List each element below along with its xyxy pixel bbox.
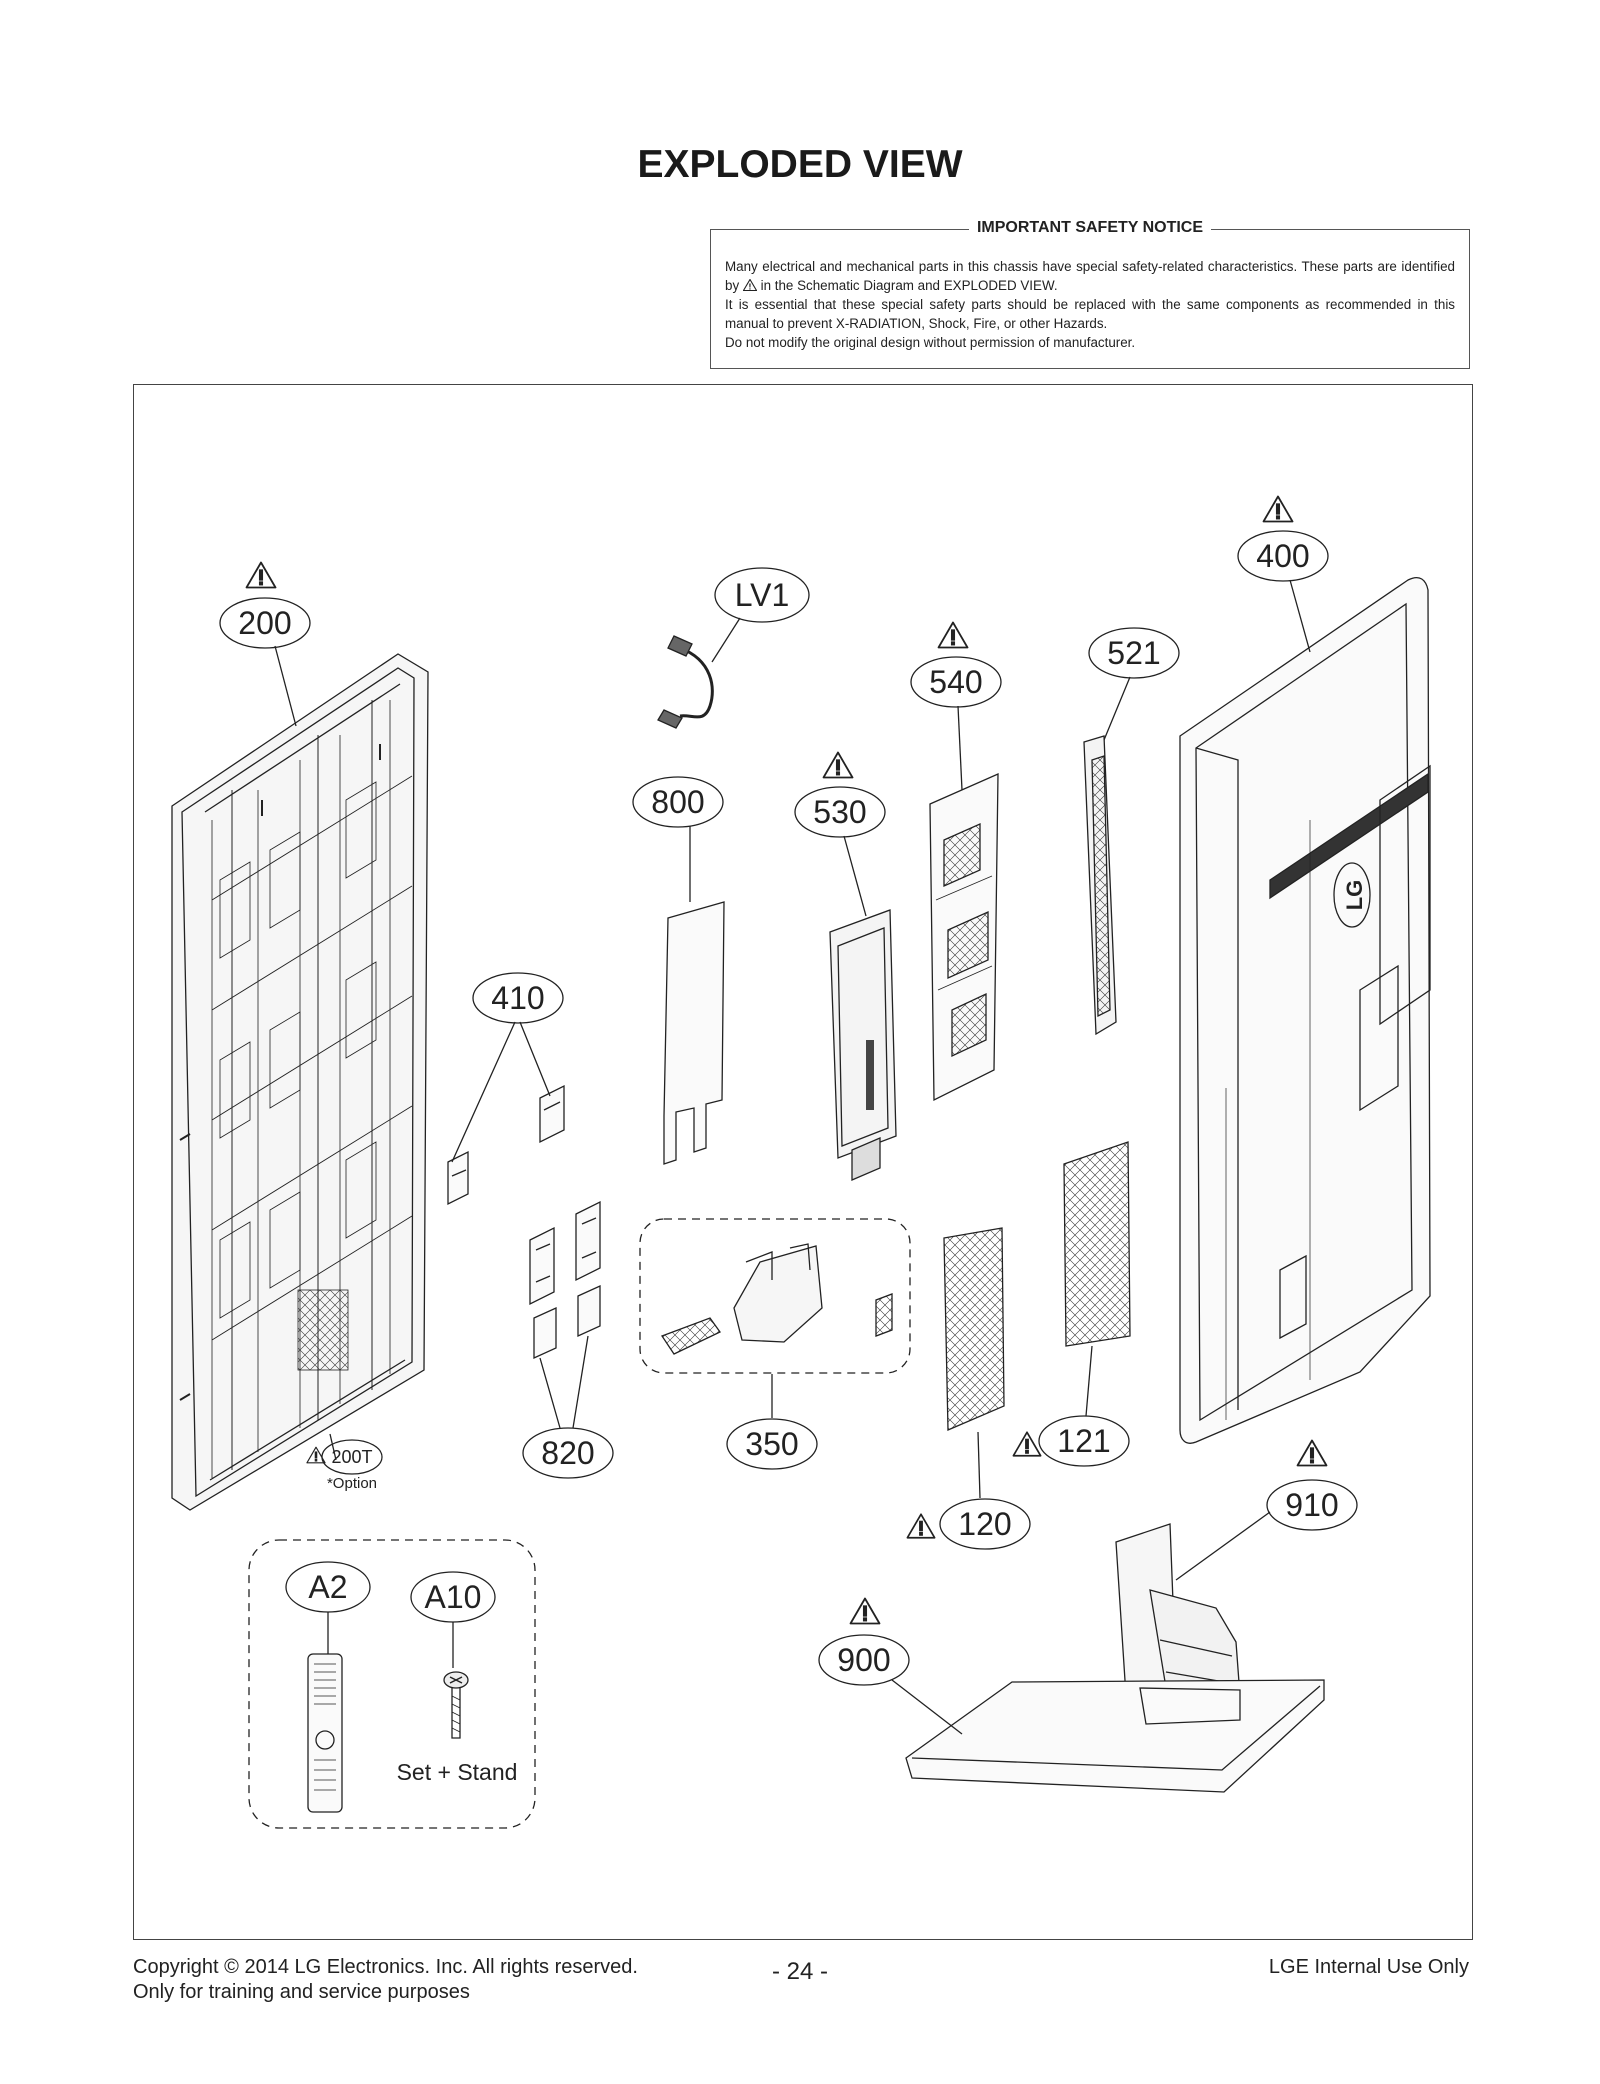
page-title: EXPLODED VIEW: [637, 143, 963, 186]
warning-900-icon: [849, 1597, 881, 1625]
warning-400-icon: [1262, 495, 1294, 523]
callout-410-bubble: [472, 972, 564, 1024]
callout-910-bubble: [1266, 1479, 1358, 1531]
callout-820-bubble: [522, 1427, 614, 1479]
safety-notice-box: IMPORTANT SAFETY NOTICE Many electrical …: [710, 219, 1470, 369]
callout-121-bubble: [1038, 1415, 1130, 1467]
leader-540: [957, 705, 963, 791]
callout-530-bubble: [794, 786, 886, 838]
callout-120-bubble: [939, 1498, 1031, 1550]
part-121-speaker: [1063, 1141, 1131, 1347]
safety-notice-body: Many electrical and mechanical parts in …: [725, 257, 1455, 352]
notice-line1-end: in the Schematic Diagram and EXPLODED VI…: [760, 278, 1058, 293]
leader-521: [1103, 676, 1131, 741]
notice-line1: Many electrical and mechanical parts in …: [725, 259, 1455, 293]
callout-540-bubble: [910, 656, 1002, 708]
warning-910-icon: [1296, 1439, 1328, 1467]
leader-lv1: [711, 617, 741, 663]
part-400-back-cover: [1179, 576, 1431, 1444]
leader-200t: [329, 1433, 337, 1461]
warning-540-icon: [937, 621, 969, 649]
leader-400: [1289, 579, 1311, 653]
leader-410: [451, 1021, 551, 1163]
label-a10: A10: [425, 1579, 482, 1615]
warning-triangle-icon: !: [742, 279, 757, 292]
label-120: 120: [958, 1506, 1011, 1542]
warning-121-icon: [1012, 1431, 1042, 1457]
label-530: 530: [813, 794, 866, 830]
label-900: 900: [837, 1642, 890, 1678]
footer-copyright: Copyright © 2014 LG Electronics. Inc. Al…: [133, 1956, 638, 1978]
part-800-insulator-sheet: [663, 901, 725, 1165]
footer-training: Only for training and service purposes: [133, 1981, 470, 2003]
group-accessories-dashed-outline: [248, 1539, 536, 1829]
warning-120-icon: [906, 1513, 936, 1539]
part-820-brackets: [529, 1200, 601, 1360]
label-400: 400: [1256, 538, 1309, 574]
part-lv1-cable: [657, 635, 714, 729]
label-410: 410: [491, 980, 544, 1016]
label-lv1: LV1: [735, 577, 790, 613]
svg-text:!: !: [749, 283, 752, 292]
part-900-stand-base: [905, 1679, 1325, 1793]
leader-200: [274, 645, 297, 727]
callout-400-bubble: [1237, 530, 1329, 582]
leader-820: [539, 1335, 589, 1429]
label-set-stand: Set + Stand: [397, 1759, 518, 1785]
lg-logo: LG: [1342, 880, 1367, 911]
label-200t: 200T: [331, 1447, 372, 1467]
label-121: 121: [1057, 1423, 1110, 1459]
notice-line2: It is essential that these special safet…: [725, 297, 1455, 331]
notice-line3: Do not modify the original design withou…: [725, 335, 1136, 350]
warning-530-icon: [822, 751, 854, 779]
label-a2: A2: [308, 1569, 347, 1605]
part-521-side-bracket: [1083, 735, 1117, 1036]
callout-lv1-bubble: [714, 567, 810, 623]
screw-icon: [443, 1671, 469, 1739]
part-530-power-supply-board: [829, 909, 897, 1181]
diagram-frame: [133, 384, 1473, 1940]
leader-121: [1085, 1345, 1093, 1417]
callout-521-bubble: [1088, 627, 1180, 679]
label-200: 200: [238, 605, 291, 641]
label-200t-option: *Option: [327, 1475, 377, 1492]
warning-200-icon: [245, 561, 277, 589]
callout-800-bubble: [632, 776, 724, 828]
safety-notice-heading: IMPORTANT SAFETY NOTICE: [968, 219, 1212, 236]
footer-internal: LGE Internal Use Only: [1268, 1956, 1469, 1978]
part-200-back-cover-frame: [171, 653, 429, 1511]
part-120-speaker: [943, 1227, 1005, 1431]
leader-910: [1175, 1511, 1271, 1581]
callout-200t-bubble: [321, 1439, 383, 1475]
label-800: 800: [651, 784, 704, 820]
leader-900: [891, 1679, 963, 1735]
leader-530: [843, 835, 867, 917]
label-820: 820: [541, 1435, 594, 1471]
callout-900-bubble: [818, 1634, 910, 1686]
label-521: 521: [1107, 635, 1160, 671]
label-540: 540: [929, 664, 982, 700]
remote-control-icon: [307, 1653, 343, 1813]
label-350: 350: [745, 1426, 798, 1462]
callout-350-bubble: [726, 1418, 818, 1470]
part-350-speaker-brackets: [661, 1243, 893, 1355]
leader-120: [977, 1431, 981, 1499]
label-910: 910: [1285, 1487, 1338, 1523]
callout-200-bubble: [219, 597, 311, 649]
part-540-main-board: [929, 772, 999, 1102]
part-910-stand-body: [1115, 1523, 1241, 1701]
footer-page-number: - 24 -: [771, 1958, 828, 1985]
part-410-brackets: [447, 1084, 565, 1206]
group-350-dashed-outline: [639, 1218, 911, 1374]
